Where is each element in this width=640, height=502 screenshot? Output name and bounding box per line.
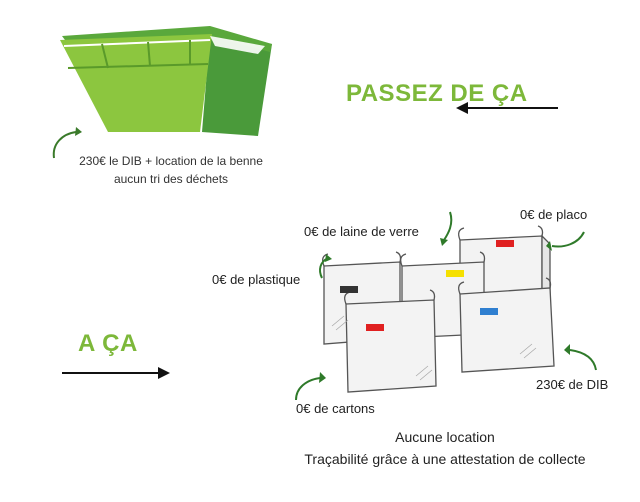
arrow-right-icon [62, 367, 170, 379]
label-placo: 0€ de placo [520, 207, 588, 222]
arrow-left-icon [456, 102, 558, 114]
curved-arrow-icon [52, 127, 82, 159]
footer-text: Aucune location Traçabilité grâce à une … [280, 426, 610, 470]
arrow-cartons-icon [295, 372, 326, 401]
label-cartons: 0€ de cartons [296, 401, 375, 416]
tag-black-plastique [340, 286, 358, 293]
label-plastique: 0€ de plastique [212, 272, 301, 287]
headline-passez-de-ca: PASSEZ DE ÇA [346, 80, 528, 107]
top-caption-line1: 230€ le DIB + location de la benne [79, 154, 263, 168]
skip-container-illustration [60, 26, 272, 136]
label-dib: 230€ de DIB [536, 377, 609, 392]
tag-blue-dib [480, 308, 498, 315]
tag-red-cartons [366, 324, 384, 331]
footer-line2: Traçabilité grâce à une attestation de c… [304, 451, 586, 467]
big-bags-illustration [322, 225, 555, 393]
tag-yellow [446, 270, 464, 277]
arrow-laine-icon [440, 211, 453, 246]
tag-red-placo [496, 240, 514, 247]
headline-a-ca: A ÇA [78, 330, 138, 357]
arrow-dib-icon [564, 344, 597, 371]
arrow-plastique-icon [319, 254, 332, 279]
top-caption: 230€ le DIB + location de la benne aucun… [66, 152, 276, 188]
label-laine-de-verre: 0€ de laine de verre [304, 224, 419, 239]
footer-line1: Aucune location [395, 429, 495, 445]
top-caption-line2: aucun tri des déchets [113, 172, 229, 186]
arrow-placo-icon [546, 231, 585, 251]
